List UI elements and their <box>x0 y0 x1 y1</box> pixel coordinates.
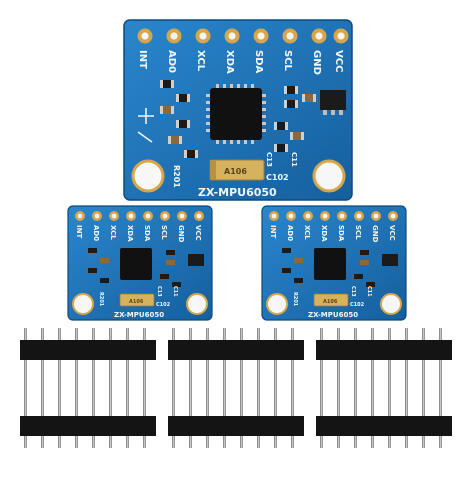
pin-label-xda: XDA <box>126 225 134 242</box>
mounting-hole-right <box>186 293 208 315</box>
header-plastic-bottom <box>168 416 304 436</box>
pin-label-xda: XDA <box>224 50 235 74</box>
ref-c102: C102 <box>350 302 365 308</box>
capacitor-code: A106 <box>129 299 144 305</box>
pin-label-int: INT <box>75 225 83 238</box>
header-pins <box>172 328 294 448</box>
pin-label-gnd: GND <box>177 225 185 243</box>
pin-label-xcl: XCL <box>109 225 117 240</box>
mpu6050-board-right: INT AD0 XCL XDA SDA SCL GND VCC A106 R20… <box>261 205 407 321</box>
ref-r201: R201 <box>172 165 181 188</box>
pin-header-middle <box>168 328 304 448</box>
mpu6050-chip <box>210 88 262 140</box>
pin-labels: INT AD0 XCL XDA SDA SCL GND VCC <box>75 225 202 243</box>
pin-label-ad0: AD0 <box>92 225 100 241</box>
ref-c13: C13 <box>350 286 356 297</box>
ref-r201: R201 <box>292 292 298 307</box>
pin-holes <box>75 211 204 221</box>
pin-label-gnd: GND <box>371 225 379 243</box>
voltage-regulator <box>320 90 346 115</box>
ref-c102: C102 <box>156 302 171 308</box>
header-plastic-top <box>20 340 156 360</box>
header-plastic-bottom <box>316 416 452 436</box>
pin-label-xcl: XCL <box>303 225 311 240</box>
capacitor-code: A106 <box>323 299 338 305</box>
mounting-hole-left <box>72 293 94 315</box>
ref-c11: C11 <box>366 286 372 297</box>
tantalum-capacitor <box>119 293 155 307</box>
ref-r201: R201 <box>98 292 104 307</box>
smd-components <box>160 80 316 158</box>
board-model: ZX-MPU6050 <box>114 311 164 319</box>
capacitor-code: A106 <box>224 167 247 176</box>
pin-label-ad0: AD0 <box>166 50 177 73</box>
pin-label-int: INT <box>269 225 277 238</box>
pin-label-scl: SCL <box>160 225 168 240</box>
ref-c11: C11 <box>290 152 298 167</box>
header-pins <box>320 328 442 448</box>
header-plastic-top <box>168 340 304 360</box>
mpu6050-chip <box>120 248 152 280</box>
mounting-hole-right <box>312 159 346 193</box>
header-plastic-bottom <box>20 416 156 436</box>
pin-label-vcc: VCC <box>333 50 344 72</box>
capacitor-stripe <box>210 160 216 180</box>
pin-labels: INT AD0 XCL XDA SDA SCL GND VCC <box>137 50 344 75</box>
mpu6050-board-left: INT AD0 XCL XDA SDA SCL GND VCC A106 R20… <box>67 205 213 321</box>
mounting-hole-left <box>266 293 288 315</box>
pin-label-int: INT <box>137 50 148 69</box>
ref-c13: C13 <box>156 286 162 297</box>
mpu6050-board-large: INT AD0 XCL XDA SDA SCL GND VCC <box>123 19 353 201</box>
ref-c11: C11 <box>172 286 178 297</box>
pin-label-vcc: VCC <box>388 225 396 241</box>
pin-label-vcc: VCC <box>194 225 202 241</box>
pin-header-left <box>20 328 156 448</box>
pin-holes <box>137 28 349 44</box>
tantalum-capacitor <box>313 293 349 307</box>
pin-label-scl: SCL <box>282 50 293 72</box>
pin-label-sda: SDA <box>253 50 264 74</box>
ref-c102: C102 <box>266 173 289 182</box>
pin-label-gnd: GND <box>311 50 322 75</box>
axis-marking <box>137 108 154 143</box>
pin-label-ad0: AD0 <box>286 225 294 241</box>
pin-labels: INT AD0 XCL XDA SDA SCL GND VCC <box>269 225 396 243</box>
smd-components <box>282 248 398 287</box>
pin-label-scl: SCL <box>354 225 362 240</box>
pin-holes <box>269 211 398 221</box>
pin-header-right <box>316 328 452 448</box>
pin-label-sda: SDA <box>143 225 151 242</box>
ref-c13: C13 <box>265 152 273 167</box>
board-model: ZX-MPU6050 <box>308 311 358 319</box>
pin-label-xda: XDA <box>320 225 328 242</box>
pin-label-sda: SDA <box>337 225 345 242</box>
mounting-hole-left <box>131 159 165 193</box>
board-model: ZX-MPU6050 <box>198 186 277 199</box>
mpu6050-chip <box>314 248 346 280</box>
pin-label-xcl: XCL <box>195 50 206 72</box>
chip-pads <box>206 84 266 144</box>
header-pins <box>24 328 146 448</box>
mounting-hole-right <box>380 293 402 315</box>
smd-components <box>88 248 204 287</box>
header-plastic-top <box>316 340 452 360</box>
